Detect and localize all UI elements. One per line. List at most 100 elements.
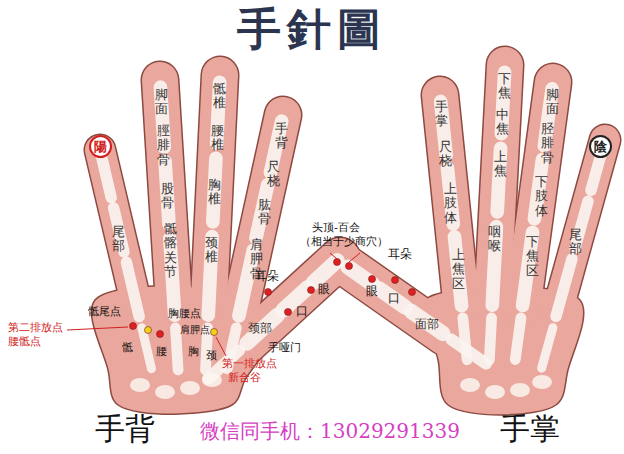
acupoint-dot <box>409 289 416 296</box>
bone <box>142 328 152 369</box>
acupoint-dot <box>392 277 399 284</box>
part-label: 中焦 <box>496 108 509 137</box>
bone <box>379 289 405 307</box>
part-label: 尾部 <box>112 225 125 254</box>
carpal-bone <box>460 378 480 392</box>
part-label: 尺桡 <box>439 140 452 169</box>
part-label: 手背 <box>275 122 288 151</box>
part-label: 脚面 <box>546 88 559 117</box>
part-label: 股骨 <box>161 182 174 211</box>
note: 头顶-百会 <box>312 222 360 235</box>
point-label: 胸腰点 <box>168 308 201 321</box>
point-label: 耳朵 <box>388 248 412 262</box>
carpal-bone <box>485 385 505 399</box>
acupoint-dot <box>157 331 164 338</box>
bone <box>556 259 572 317</box>
yin-yang-circle: 陰 <box>589 135 612 158</box>
part-label: 咽喉 <box>488 225 501 254</box>
bone <box>126 262 139 316</box>
bone <box>313 261 337 283</box>
part-label: 胸椎 <box>208 178 221 207</box>
bone <box>489 318 491 360</box>
carpal-bone <box>510 383 530 397</box>
finger-skin <box>492 65 505 310</box>
acupoint-dot <box>369 276 376 283</box>
finger-skin <box>555 140 605 320</box>
part-label: 脚面 <box>155 88 168 117</box>
carpal-bone <box>180 381 200 395</box>
point-label: 眼 <box>366 285 378 299</box>
acupoint-dot <box>334 259 341 266</box>
point-label: 骶尾点 <box>88 306 121 319</box>
point-label: 口 <box>388 292 400 306</box>
part-label: 下焦区 <box>526 235 539 278</box>
yin-yang-circle: 陽 <box>89 135 112 158</box>
acupoint-dot <box>145 327 152 334</box>
acupoint-dot <box>285 309 292 316</box>
part-label: 骶髂关节 <box>164 222 177 279</box>
part-label: 胫腓骨 <box>541 122 554 165</box>
bone <box>348 267 373 285</box>
contact-text: 微信同手机：13029291339 <box>200 420 460 443</box>
bone <box>452 340 486 364</box>
circle-text: 陰 <box>594 140 607 153</box>
part-label: 上焦区 <box>452 248 465 291</box>
bone <box>247 315 277 343</box>
title: 手針圖 <box>0 0 624 59</box>
point-label: 腰骶点 <box>8 336 41 349</box>
acupoint-dot <box>346 263 353 270</box>
leader-line <box>349 253 360 262</box>
part-label: 脛腓骨 <box>157 124 170 167</box>
point-label: 骶 <box>122 342 133 355</box>
acupoint-dot <box>265 289 272 296</box>
part-label: 骶椎 <box>213 82 226 111</box>
finger-outline <box>555 140 605 320</box>
leader-line <box>330 253 337 259</box>
bone <box>175 328 178 370</box>
finger-skin <box>345 265 445 335</box>
part-label: 肱骨 <box>258 198 271 227</box>
caption: 手背 <box>95 412 155 447</box>
finger-skin <box>100 150 140 320</box>
part-label: 上肢体 <box>444 182 457 225</box>
carpal-bone <box>155 385 175 399</box>
part-label: 尺桡 <box>267 160 280 189</box>
acupoint-dot <box>211 329 218 336</box>
finger-outline <box>208 75 220 320</box>
part-label: 下肢体 <box>535 175 548 218</box>
finger-outline <box>492 65 505 310</box>
point-label: 第一排放点 <box>222 358 277 371</box>
point-label: 手哑门 <box>268 342 301 355</box>
part-label: 颈椎 <box>205 236 218 265</box>
part-label: 面部 <box>415 318 439 332</box>
acupoint-dot <box>130 323 137 330</box>
finger-skin <box>245 258 340 345</box>
carpal-bone <box>130 378 150 392</box>
part-label: 颈部 <box>248 322 272 336</box>
point-label: 耳朵 <box>255 270 279 284</box>
caption: 手掌 <box>500 412 560 447</box>
leader-line <box>67 327 128 330</box>
part-label: 尾部 <box>569 228 582 257</box>
bone <box>101 155 111 198</box>
leader-line <box>216 337 226 356</box>
point-label: 口 <box>296 305 308 319</box>
point-label: 眼 <box>318 283 330 297</box>
finger-skin <box>208 75 220 320</box>
bone <box>542 328 553 368</box>
point-label: 腰 <box>156 346 167 359</box>
bone <box>515 318 521 360</box>
part-label: 下焦 <box>498 72 511 101</box>
circle-text: 陽 <box>94 140 107 153</box>
carpal-bone <box>202 373 222 387</box>
part-label: 手掌 <box>435 100 448 129</box>
point-label: 颈 <box>206 350 217 363</box>
part-label: 上焦 <box>494 150 507 179</box>
bone <box>411 311 443 333</box>
point-label: 第二排放点 <box>8 322 63 335</box>
acupoint-dot <box>308 287 315 294</box>
carpal-bone <box>532 375 552 389</box>
part-label: 腰椎 <box>211 124 224 153</box>
point-label: 胸 <box>188 346 199 359</box>
point-label: 新合谷 <box>228 372 261 385</box>
